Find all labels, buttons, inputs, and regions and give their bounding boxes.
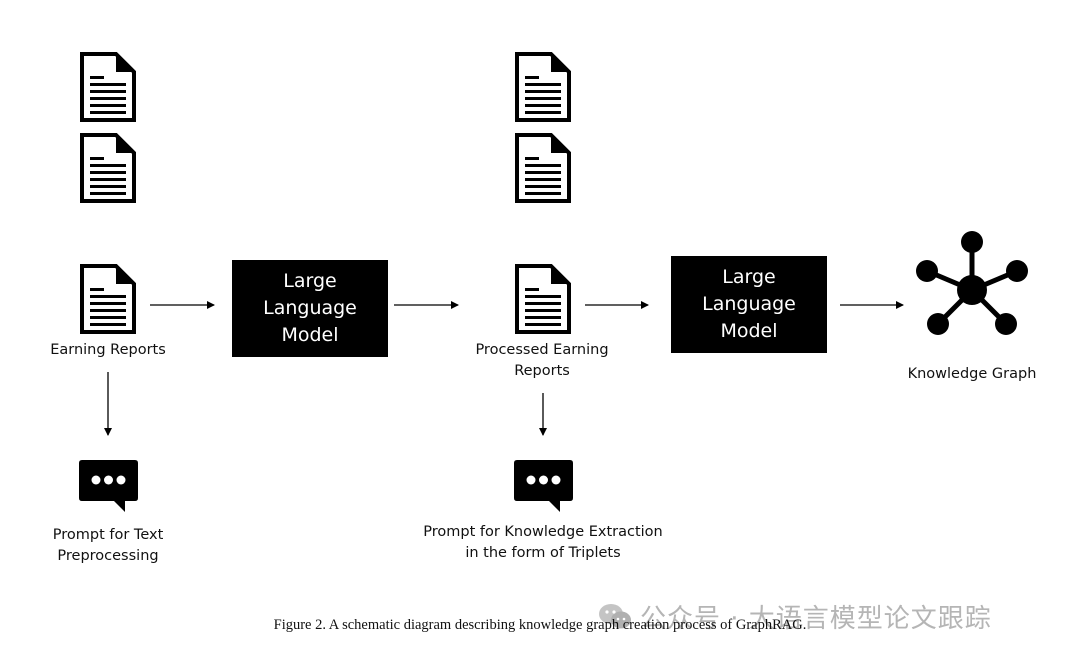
knowledge-graph-label: Knowledge Graph [907, 366, 1037, 382]
llm-box-1: Large Language Model [232, 260, 388, 357]
document-icon [80, 52, 136, 122]
document-icon [80, 133, 136, 203]
llm-box-2: Large Language Model [671, 256, 827, 353]
earning-reports-label: Earning Reports [50, 342, 166, 358]
document-icon [515, 264, 571, 334]
document-icon [515, 52, 571, 122]
figure-caption: Figure 2. A schematic diagram describing… [273, 617, 807, 633]
wechat-icon [599, 603, 631, 628]
speech-bubble-icon [514, 460, 573, 512]
processed-reports-label: Processed Earning Reports [475, 342, 609, 379]
prompt-knowledge-label: Prompt for Knowledge Extraction in the f… [423, 524, 663, 561]
document-icon [80, 264, 136, 334]
knowledge-graph-icon [916, 231, 1028, 335]
document-icon [515, 133, 571, 203]
speech-bubble-icon [79, 460, 138, 512]
prompt-text-label: Prompt for Text Preprocessing [52, 527, 164, 564]
watermark: 公众号 · 大语言模型论文跟踪 [598, 598, 992, 635]
watermark-text: 公众号 · 大语言模型论文跟踪 [640, 604, 992, 634]
